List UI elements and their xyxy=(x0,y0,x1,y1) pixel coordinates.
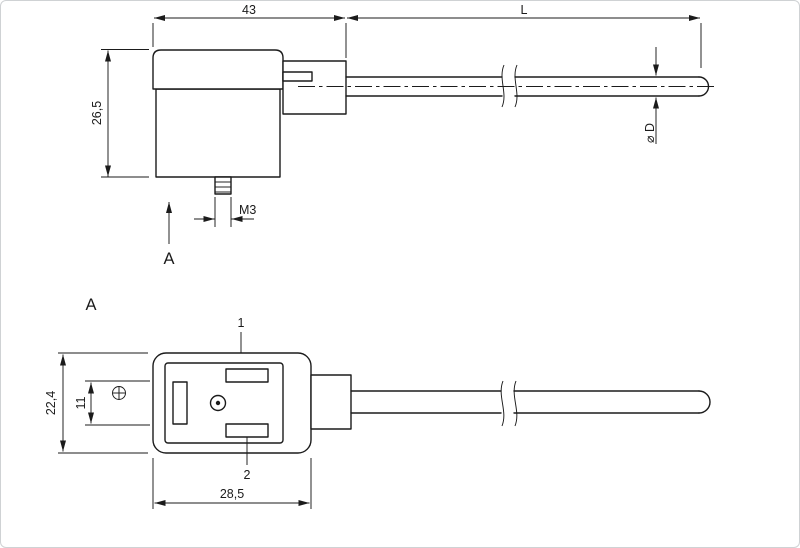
ground-contact xyxy=(172,381,188,425)
connector-body xyxy=(155,88,281,178)
connector-cap xyxy=(152,49,284,90)
front-view: A 1 2 22,4 xyxy=(44,296,711,509)
cable-break-line xyxy=(513,380,518,427)
dim-pin-row-offset-label: 11 xyxy=(74,396,88,409)
section-label: A xyxy=(85,296,96,314)
dim-cable-length-label: L xyxy=(521,3,528,17)
cable-gland xyxy=(310,374,352,430)
dim-width-label: 28,5 xyxy=(220,487,244,501)
cable-gland xyxy=(282,60,347,115)
side-view: 43 L 26,5 M3 A xyxy=(90,3,718,268)
m3-stud xyxy=(214,176,232,195)
pin2-label: 2 xyxy=(244,468,251,482)
cable-end-cap xyxy=(698,390,711,414)
earth-symbol-icon xyxy=(112,386,126,400)
dim-height-label: 22,4 xyxy=(44,391,58,415)
center-screw-dot xyxy=(215,400,221,406)
pin1-label: 1 xyxy=(238,316,245,330)
cable-break-line xyxy=(514,64,518,108)
dim-thread-label: M3 xyxy=(239,203,256,217)
cable-break-line xyxy=(500,380,505,427)
dim-body-width-label: 43 xyxy=(242,3,256,17)
view-arrow-label: A xyxy=(163,250,174,268)
dim-body-height-label: 26,5 xyxy=(90,101,104,125)
dim-cable-diameter-label: ⌀ D xyxy=(643,123,657,143)
pin1-contact xyxy=(225,368,269,383)
gland-latch-detail xyxy=(282,71,313,82)
pin2-contact xyxy=(225,423,269,438)
cable-break-line xyxy=(501,64,505,108)
